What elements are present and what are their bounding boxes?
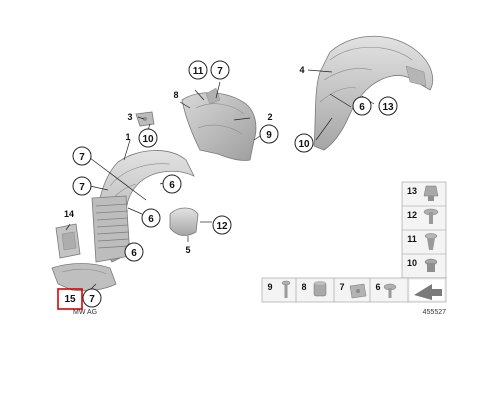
legend-item-8-label: 8 xyxy=(301,282,306,292)
callout-6-right-label: 6 xyxy=(359,102,365,113)
watermark-text: MW AG xyxy=(73,309,97,316)
callout-6-left-label: 6 xyxy=(148,214,154,225)
callout-6-right: 6 xyxy=(352,96,372,116)
legend-item-7-label: 7 xyxy=(339,282,344,292)
callout-9-label: 9 xyxy=(266,130,272,141)
callout-7-mid-label: 7 xyxy=(79,152,85,163)
callout-7-top-label: 7 xyxy=(217,66,223,77)
screw-9-icon xyxy=(281,280,291,298)
rivet-11-icon xyxy=(424,233,438,250)
callout-12-center: 12 xyxy=(212,215,232,235)
nut-13-icon xyxy=(423,185,439,201)
callout-8: 8 xyxy=(173,90,178,100)
screw-6-icon xyxy=(383,283,397,298)
clip-12-icon xyxy=(423,208,439,224)
callout-10-left-label: 10 xyxy=(142,134,154,145)
callout-1: 1 xyxy=(125,132,130,142)
callout-10-right-label: 10 xyxy=(298,139,310,150)
spring-nut-7-icon xyxy=(349,283,367,299)
clip-nut-8-icon xyxy=(313,281,327,297)
lower-trim-part xyxy=(51,263,117,292)
legend-item-11-label: 11 xyxy=(407,234,417,244)
wheel-arch-liner-part-4 xyxy=(313,35,434,151)
legend-item-13-label: 13 xyxy=(407,186,417,196)
callout-6-center-label: 6 xyxy=(169,180,175,191)
callout-5-label: 5 xyxy=(185,245,190,255)
callout-3-label: 3 xyxy=(127,112,132,122)
callout-10-right: 10 xyxy=(294,133,314,153)
callout-5: 5 xyxy=(185,245,190,255)
diagram-id-number: 455527 xyxy=(423,309,446,316)
callout-11: 11 xyxy=(188,60,208,80)
callout-7-left: 7 xyxy=(72,176,92,196)
fastener-legend-vertical: 13 12 11 10 xyxy=(401,181,447,279)
callout-6-lower-label: 6 xyxy=(131,248,137,259)
callout-2: 2 xyxy=(267,112,272,122)
expanding-nut-10-icon xyxy=(424,258,438,272)
callout-7-bottom: 7 xyxy=(82,288,102,308)
callout-9: 9 xyxy=(259,124,279,144)
vent-grille-part xyxy=(91,195,131,263)
callout-1-label: 1 xyxy=(125,132,130,142)
legend-item-9-label: 9 xyxy=(267,282,272,292)
callout-6-left: 6 xyxy=(141,208,161,228)
legend-item-6-label: 6 xyxy=(375,282,380,292)
callout-11-label: 11 xyxy=(193,66,204,77)
callout-4-label: 4 xyxy=(299,65,304,75)
legend-item-12-label: 12 xyxy=(407,210,417,220)
fastener-legend-horizontal: 9 8 7 6 xyxy=(261,277,447,303)
callout-14: 14 xyxy=(64,209,74,219)
callout-6-lower: 6 xyxy=(124,242,144,262)
callout-7-top: 7 xyxy=(210,60,230,80)
callout-3: 3 xyxy=(127,112,132,122)
callout-7-bottom-label: 7 xyxy=(89,294,95,305)
callout-8-label: 8 xyxy=(173,90,178,100)
leader-lines xyxy=(65,69,375,291)
callout-7-mid: 7 xyxy=(72,146,92,166)
callout-7-left-label: 7 xyxy=(79,182,85,193)
arrow-icon xyxy=(410,280,444,300)
callout-12-center-label: 12 xyxy=(216,221,228,232)
liner-section-part-2 xyxy=(181,87,257,161)
callout-14-label: 14 xyxy=(64,209,74,219)
callout-15-label: 15 xyxy=(64,294,76,305)
callout-13-right-label: 13 xyxy=(382,102,394,113)
cover-part-5 xyxy=(169,207,199,236)
bracket-part-14 xyxy=(55,223,81,259)
callout-15-highlighted: 15 xyxy=(57,288,83,310)
callout-2-label: 2 xyxy=(267,112,272,122)
legend-item-10-label: 10 xyxy=(407,258,417,268)
clip-part-3 xyxy=(135,111,155,127)
callout-10-left: 10 xyxy=(138,128,158,148)
callout-6-center: 6 xyxy=(162,174,182,194)
callout-4: 4 xyxy=(299,65,304,75)
callout-13-right: 13 xyxy=(378,96,398,116)
